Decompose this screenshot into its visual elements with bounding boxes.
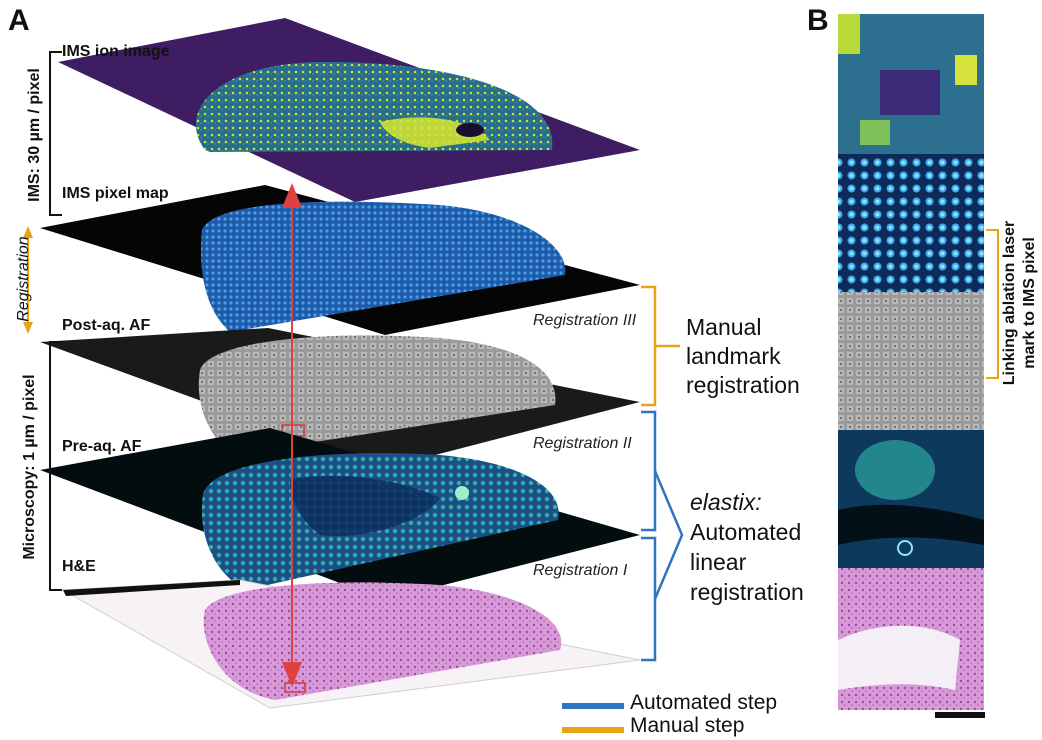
panel-b-label-line-2: mark to IMS pixel: [1021, 237, 1038, 369]
panel-b-strips: [838, 14, 984, 710]
registration-i-label: Registration I: [533, 562, 628, 579]
legend-automated-swatch: [562, 703, 624, 709]
auto-bracket-i: [641, 536, 657, 662]
label-ims-ion-image: IMS ion image: [62, 43, 170, 60]
registration-iii-label: Registration III: [533, 312, 637, 329]
ims-bracket: [49, 51, 62, 216]
elastix-line-2: linear: [690, 549, 747, 575]
he-layer: [61, 579, 641, 709]
label-post-aq-af: Post-aq. AF: [62, 317, 151, 334]
legend-manual-swatch: [562, 727, 624, 733]
registration-ii-label: Registration II: [533, 435, 632, 452]
manual-bracket: [641, 285, 657, 407]
manual-line-2: landmark: [686, 343, 781, 369]
label-pre-aq-af: Pre-aq. AF: [62, 438, 142, 455]
red-double-arrow: [282, 183, 302, 687]
microscopy-resolution-label: Microscopy: 1 µm / pixel: [21, 374, 38, 560]
registration-arrow: [23, 226, 33, 334]
legend-automated-label: Automated step: [630, 691, 778, 714]
panel-b-bracket: [986, 229, 999, 379]
label-ims-pixel-map: IMS pixel map: [62, 185, 169, 202]
registration-side-label: Registration: [15, 236, 32, 322]
panel-a-letter: A: [8, 4, 30, 37]
microscopy-bracket: [49, 341, 62, 591]
scale-bar: [935, 712, 985, 718]
manual-line-3: registration: [686, 372, 800, 398]
panel-b-label-line-1: Linking ablation laser: [1001, 220, 1018, 386]
ims-ion-image-layer: [58, 18, 640, 202]
ims-resolution-label: IMS: 30 µm / pixel: [26, 68, 43, 202]
elastix-title: elastix:: [690, 489, 762, 515]
panel-b-letter: B: [807, 4, 829, 37]
elastix-line-3: registration: [690, 579, 804, 605]
auto-bracket-ii: [641, 410, 657, 532]
manual-line-1: Manual: [686, 314, 762, 340]
elastix-line-1: Automated: [690, 519, 802, 545]
legend-manual-label: Manual step: [630, 714, 745, 737]
label-he: H&E: [62, 558, 96, 575]
